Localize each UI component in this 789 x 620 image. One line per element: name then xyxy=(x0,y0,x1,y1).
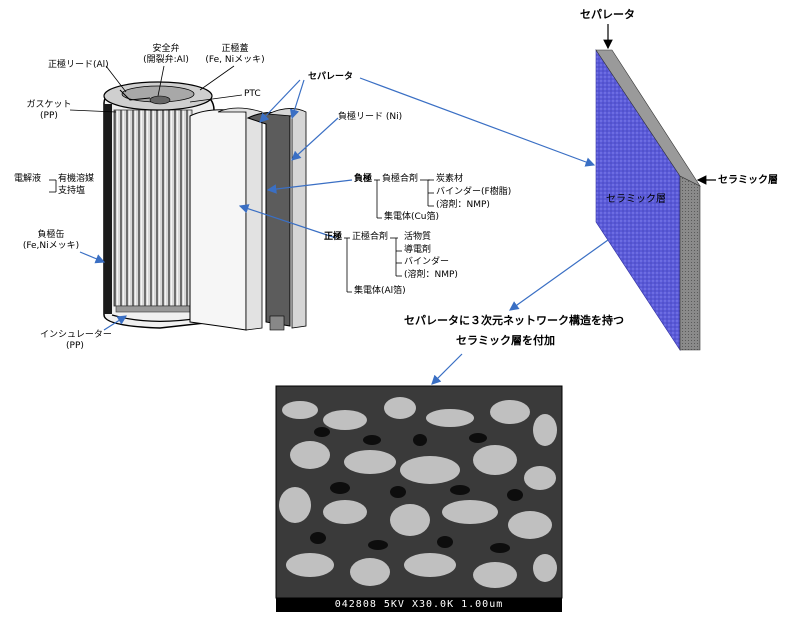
label-support-salt: 支持塩 xyxy=(58,186,86,196)
cathode-mixture: 正極合剤 xyxy=(352,232,389,242)
label-negative-lead: 負極リード (Ni) xyxy=(338,112,403,122)
battery-illustration xyxy=(103,81,307,331)
anode-mixture: 負極合剤 xyxy=(382,174,419,184)
electrode-stack xyxy=(113,109,193,307)
sheet-separator-1 xyxy=(217,107,263,331)
battery-arrows xyxy=(79,77,596,331)
cathode-item: 活物質 xyxy=(404,232,432,242)
negative-lead-tab xyxy=(269,315,285,331)
label-positive-cap: 正極蓋 (Fe, Niメッキ) xyxy=(205,44,265,65)
composition-tree xyxy=(344,179,434,293)
panel-arrows xyxy=(431,239,609,385)
label-insulator: インシュレーター (PP) xyxy=(40,330,112,351)
panel-ceramic-inside-label: セラミック層 xyxy=(606,194,666,205)
safety-valve-disc xyxy=(149,95,171,105)
separator-panel xyxy=(595,24,716,352)
panel-side-face xyxy=(679,175,701,351)
caption-line-1: セパレータに３次元ネットワーク構造を持つ xyxy=(404,314,624,327)
cathode-item: 導電剤 xyxy=(404,245,432,255)
anode-item: バインダー(F樹脂) xyxy=(436,187,512,197)
label-positive-lead: 正極リード(Al) xyxy=(48,60,109,70)
panel-top-face xyxy=(595,49,701,187)
panel-ceramic-side-label: セラミック層 xyxy=(718,175,778,186)
sem-texture xyxy=(279,397,557,588)
cathode-item: (溶剤：NMP) xyxy=(404,270,458,280)
label-ptc: PTC xyxy=(244,89,261,99)
battery-can-wall xyxy=(104,104,112,314)
anode-item: 炭素材 xyxy=(436,174,464,184)
anode-title: 負極 xyxy=(354,174,373,184)
label-separator: セパレータ xyxy=(308,72,354,82)
positive-lead-wire xyxy=(119,89,151,101)
label-gasket: ガスケット (PP) xyxy=(26,100,72,121)
insulator-plate xyxy=(115,305,193,313)
sem-scale-caption: 042808 5KV X30.0K 1.00um xyxy=(276,598,562,612)
anode-collector: 集電体(Cu箔) xyxy=(384,212,440,222)
panel-separator-label: セパレータ xyxy=(580,8,635,21)
leader-lines xyxy=(49,65,243,193)
cathode-collector: 集電体(Al箔) xyxy=(354,286,406,296)
anode-item: (溶剤：NMP) xyxy=(436,200,490,210)
caption-line-2: セラミック層を付加 xyxy=(456,334,555,347)
cathode-item: バインダー xyxy=(404,257,450,267)
label-safety-valve: 安全弁 (開裂弁:Al) xyxy=(143,44,189,65)
label-negative-can: 負極缶 (Fe,Niメッキ) xyxy=(22,230,80,251)
sem-image xyxy=(275,385,563,599)
cathode-title: 正極 xyxy=(324,232,343,242)
sem-pores xyxy=(310,427,523,553)
label-organic-solvent: 有機溶媒 xyxy=(58,174,95,184)
label-electrolyte: 電解液 xyxy=(14,174,42,184)
sheet-cathode xyxy=(189,109,247,331)
